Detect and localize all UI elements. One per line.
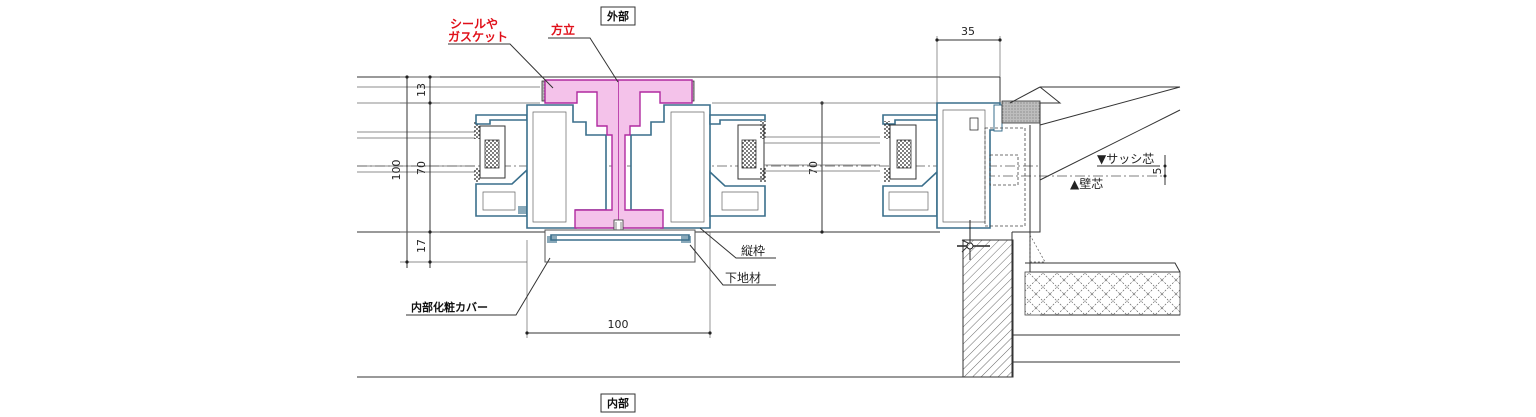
wall-center-annotation: ▲壁芯	[1070, 176, 1103, 191]
right-mullion-profile	[630, 104, 711, 229]
svg-text:下地材: 下地材	[725, 271, 761, 285]
svg-text:外部: 外部	[606, 9, 629, 23]
dim-70-left: 70	[415, 161, 428, 175]
dim-100-vertical: 100	[390, 160, 403, 181]
svg-text:内部化粧カバー: 内部化粧カバー	[411, 300, 488, 314]
dim-17: 17	[415, 239, 428, 253]
mullion-member	[544, 79, 693, 240]
dim-100-horizontal: 100	[608, 318, 629, 331]
svg-text:▲壁芯: ▲壁芯	[1070, 176, 1103, 191]
left-mullion-profile	[526, 104, 607, 229]
svg-text:▼サッシ芯: ▼サッシ芯	[1097, 152, 1154, 166]
vertical-frame-annotation: 縦枠	[699, 227, 776, 259]
jamb-seal	[1001, 100, 1041, 124]
dim-70-middle: 70	[807, 161, 820, 175]
exterior-label: 外部	[600, 6, 636, 26]
interior-cover-annotation: 内部化粧カバー	[406, 257, 551, 316]
dimension-100-horizontal	[525, 232, 712, 338]
sash-center-annotation: ▼サッシ芯	[1097, 152, 1160, 167]
dim-35: 35	[961, 25, 975, 38]
seal-gasket-annotation: シールや ガスケット	[448, 17, 554, 89]
dim-13: 13	[415, 83, 428, 97]
svg-text:ガスケット: ガスケット	[448, 29, 508, 44]
middle-glass-unit	[709, 114, 880, 217]
center-lines	[357, 165, 1165, 177]
svg-text:縦枠: 縦枠	[741, 244, 765, 258]
interior-cover-profile	[544, 229, 696, 263]
dimension-35	[935, 36, 1002, 103]
middle-dimension	[712, 101, 940, 234]
left-glass-unit	[474, 114, 528, 217]
mullion-annotation: 方立	[548, 22, 619, 83]
substrate-annotation: 下地材	[689, 244, 776, 286]
wall-structure	[962, 86, 1181, 378]
jamb-vertical-frame	[936, 102, 1026, 229]
svg-text:方立: 方立	[551, 22, 575, 37]
dimension-5	[1163, 155, 1167, 185]
right-glass-unit	[882, 114, 938, 217]
left-dimension-chain	[400, 75, 527, 268]
dim-5: 5	[1151, 168, 1164, 175]
svg-text:シールや: シールや	[450, 17, 498, 31]
svg-text:内部: 内部	[607, 396, 629, 410]
interior-label: 内部	[600, 393, 636, 413]
